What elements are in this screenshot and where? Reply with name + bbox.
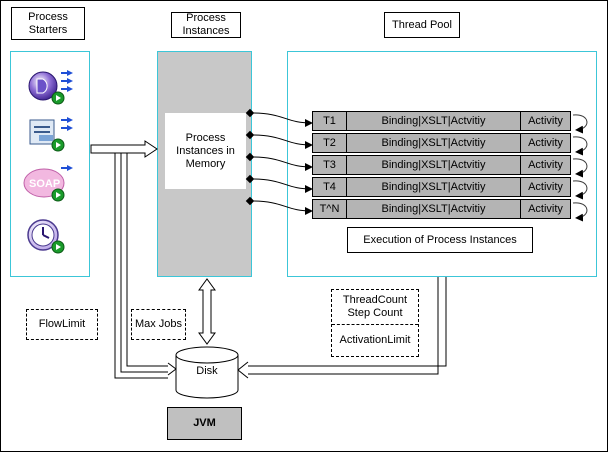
disk-text: Disk [196, 365, 218, 377]
activation-limit-text: ActivationLimit [339, 334, 411, 347]
memory-thread-connector [250, 112, 313, 127]
thread-id: T1 [313, 112, 347, 130]
activity-loop-arrow [572, 136, 588, 156]
thread-activity: Activity [528, 115, 563, 127]
connector-diamond [245, 152, 255, 162]
connector-diamond [245, 108, 255, 118]
thread-count-box: ThreadCount Step Count ActivationLimit [331, 289, 419, 357]
activity-loop-arrow [572, 202, 588, 222]
thread-stage: Binding|XSLT|Actvitiy [347, 134, 521, 152]
memory-thread-connector [250, 134, 313, 149]
thread-pool-label: Thread Pool [384, 12, 460, 38]
soap-icon: SOAP [23, 165, 73, 202]
connector-diamond [245, 130, 255, 140]
process-starters-text: Process Starters [28, 10, 68, 36]
jvm-text: JVM [193, 417, 216, 429]
thread-stage: Binding|XSLT|Actvitiy [347, 200, 521, 218]
instances-in-memory-text: Process Instances in Memory [176, 131, 235, 170]
memory-thread-connectors [245, 108, 313, 215]
thread-count-text: ThreadCount Step Count [342, 294, 408, 320]
activity-loop-arrow [572, 158, 588, 178]
execution-text: Execution of Process Instances [363, 233, 517, 246]
thread-stage: Binding|XSLT|Actvitiy [347, 178, 521, 196]
thread-stage: Binding|XSLT|Actvitiy [347, 112, 521, 130]
soap-text: SOAP [29, 178, 60, 190]
activity-loop-arrows [572, 114, 588, 222]
thread-id: T4 [313, 178, 347, 196]
flow-limit-box: FlowLimit [26, 309, 98, 340]
disk-icon [175, 346, 239, 399]
thread-pool-text: Thread Pool [392, 18, 452, 31]
thread-count-step-count: ThreadCount Step Count [332, 290, 418, 326]
activity-loop-arrow [572, 180, 588, 200]
thread-activity: Activity [528, 137, 563, 149]
instances-in-memory-box: Process Instances in Memory [165, 113, 246, 189]
max-jobs-box: Max Jobs [131, 309, 186, 340]
thread-activity: Activity [528, 181, 563, 193]
jvm-box: JVM [167, 407, 242, 440]
connector-diamond [245, 196, 255, 206]
thread-stage: Binding|XSLT|Actvitiy [347, 156, 521, 174]
memory-thread-connector [250, 200, 313, 215]
process-instances-text: Process Instances [182, 12, 230, 37]
starter-to-memory-arrow [90, 140, 158, 158]
disk-label: Disk [176, 365, 238, 377]
threadpool-to-disk-arrow [237, 277, 447, 379]
activity-loop-arrow [572, 114, 588, 134]
thread-activity: Activity [528, 159, 563, 171]
process-starters-label: Process Starters [11, 7, 85, 40]
memory-disk-arrow [198, 278, 216, 345]
activation-limit: ActivationLimit [332, 325, 418, 356]
execution-label: Execution of Process Instances [347, 227, 533, 253]
thread-id: T3 [313, 156, 347, 174]
thread-activity: Activity [528, 203, 563, 215]
starters-to-disk-arrow [114, 153, 177, 379]
memory-thread-connector [250, 178, 313, 193]
flow-limit-text: FlowLimit [38, 318, 86, 330]
memory-thread-connector [250, 156, 313, 171]
connector-diamond [245, 174, 255, 184]
process-instances-label: Process Instances [171, 12, 241, 38]
max-jobs-text: Max Jobs [134, 318, 183, 330]
process-definition-icon [28, 70, 73, 105]
file-poller-icon [29, 117, 73, 152]
timer-icon [27, 219, 65, 254]
thread-id: T^N [313, 200, 347, 218]
thread-id: T2 [313, 134, 347, 152]
